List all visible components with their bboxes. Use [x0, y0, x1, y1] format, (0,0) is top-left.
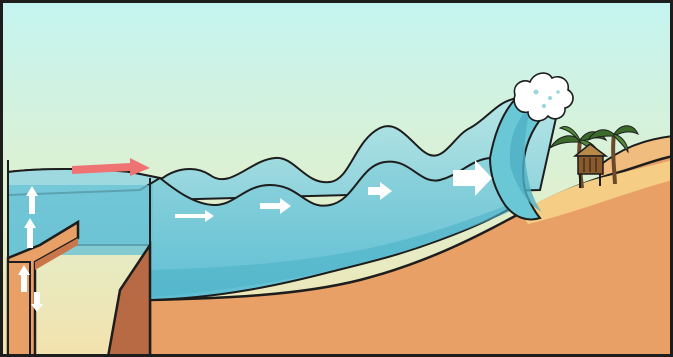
diagram-canvas	[0, 0, 673, 357]
tsunami-diagram	[0, 0, 673, 357]
